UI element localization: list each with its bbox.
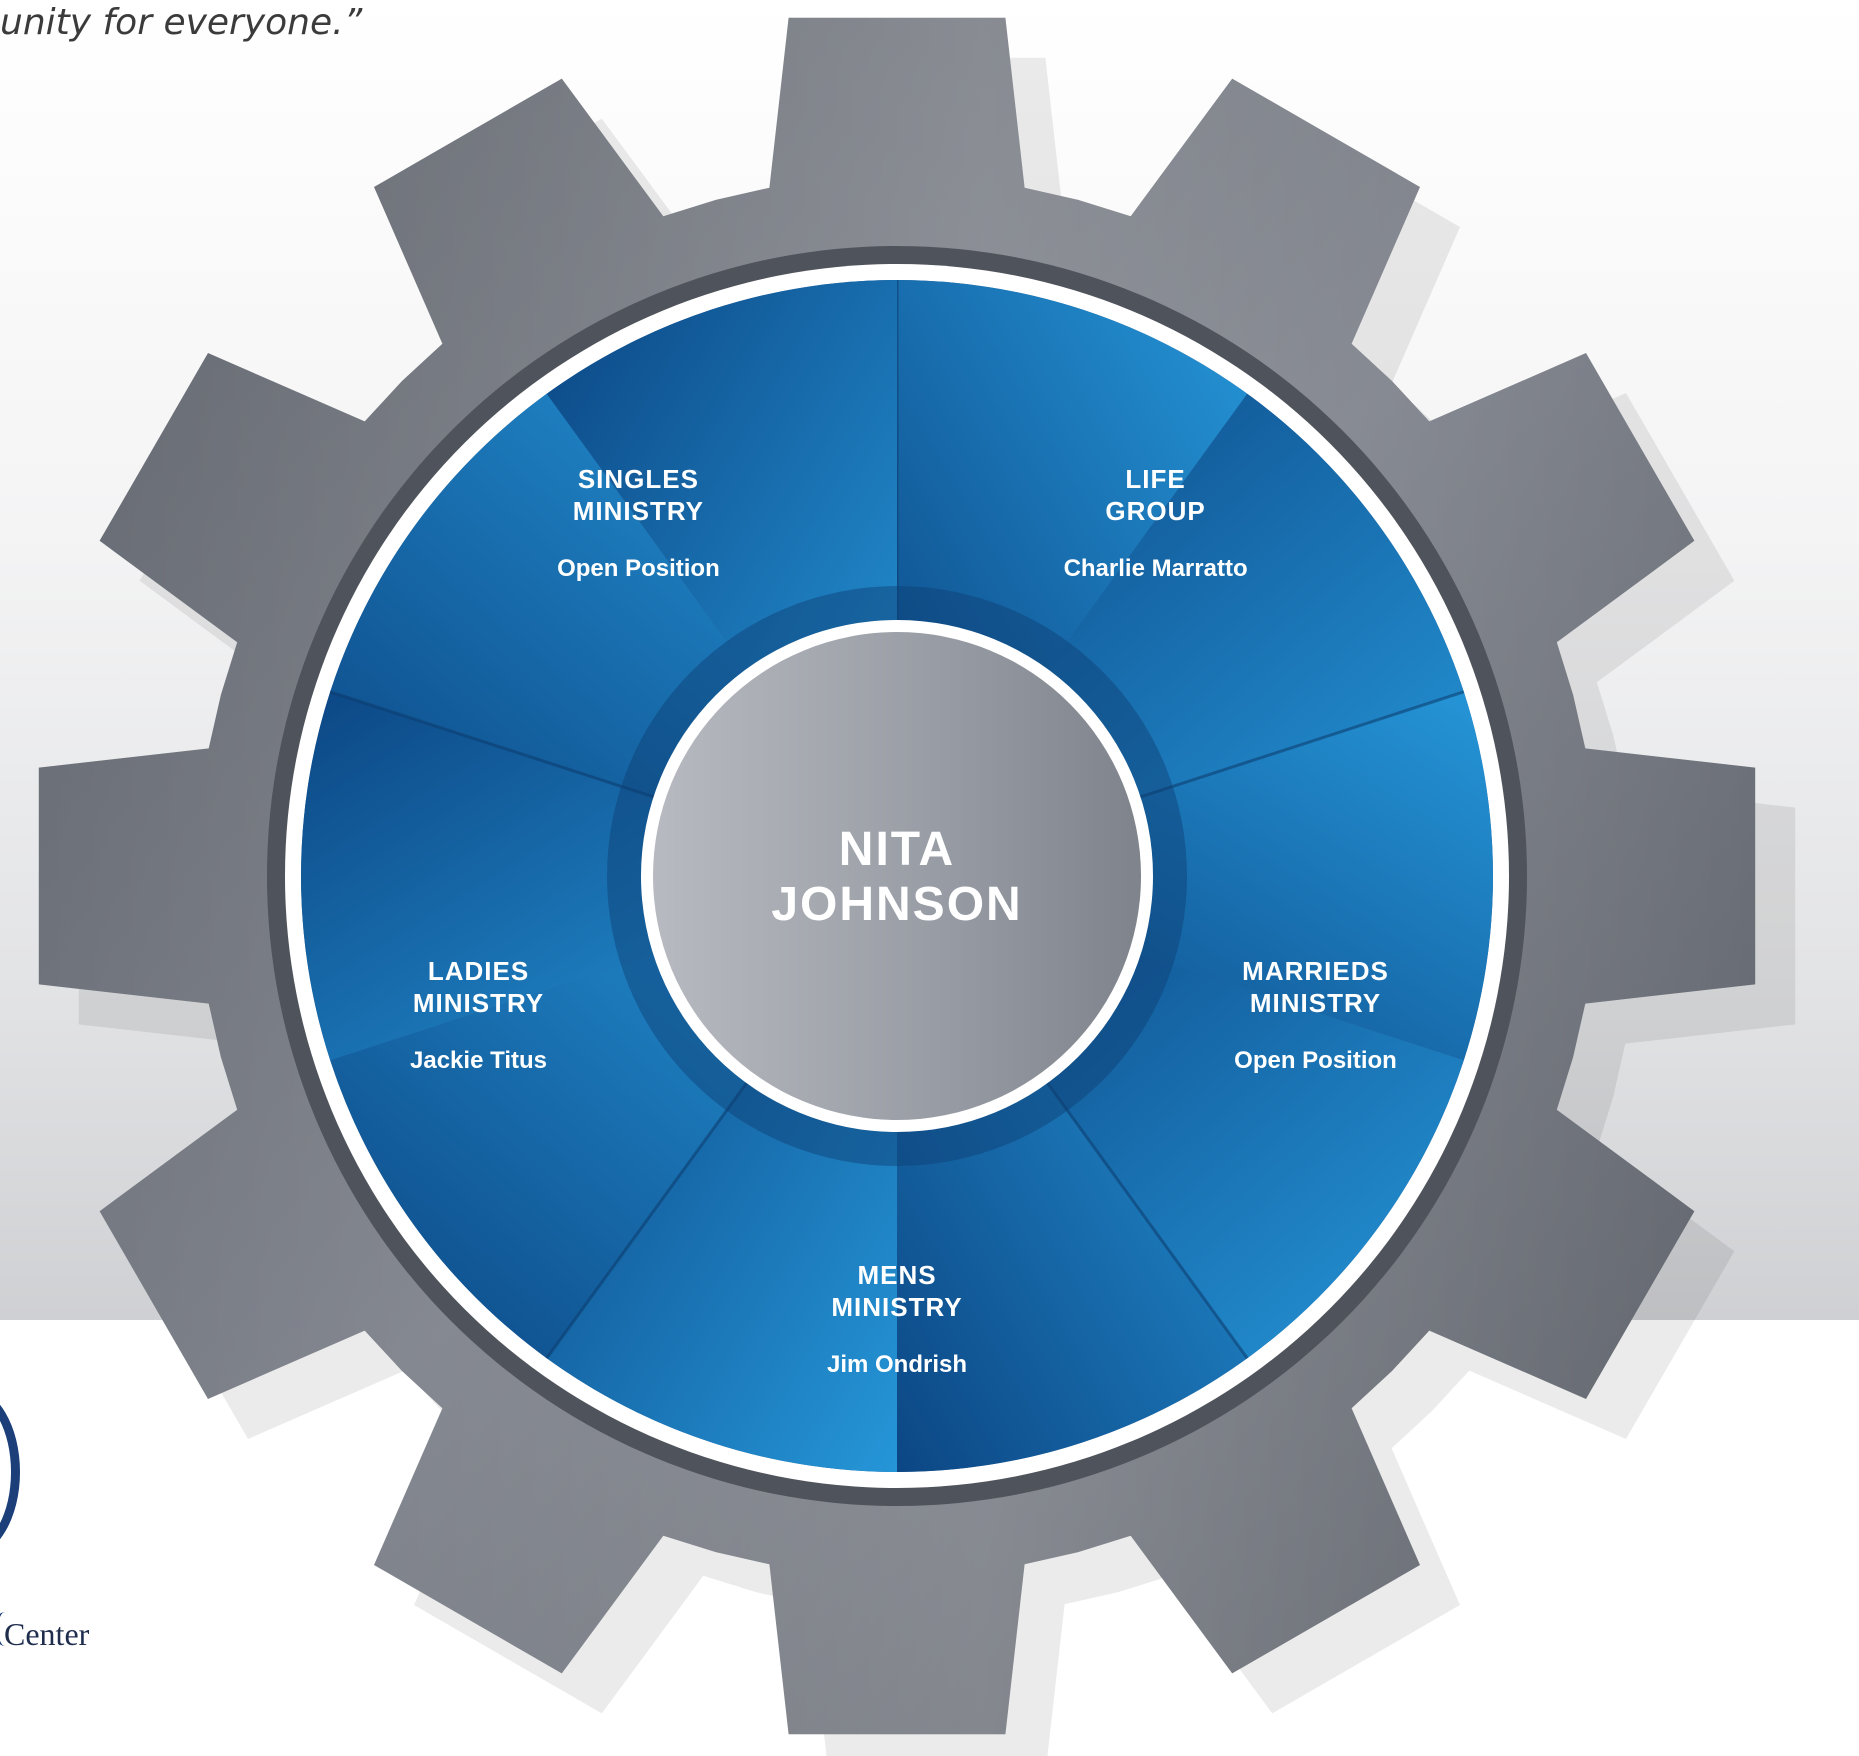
segment-leader-name: Jackie Titus	[410, 1047, 547, 1074]
segment-title-line2: MINISTRY	[573, 496, 704, 526]
segment-leader-name: Open Position	[557, 555, 720, 582]
segment-title-line1: LADIES	[428, 956, 529, 986]
segment-leader-name: Open Position	[1234, 1047, 1397, 1074]
logo-text: Center	[4, 1616, 90, 1652]
segment-title-line1: LIFE	[1125, 464, 1185, 494]
hub-circle	[653, 632, 1141, 1120]
segment-title-line1: MARRIEDS	[1242, 956, 1389, 986]
segment-title-line2: MINISTRY	[831, 1292, 962, 1322]
segment-title-line2: MINISTRY	[1250, 988, 1381, 1018]
segment-title-line1: SINGLES	[578, 464, 699, 494]
center-name-line2: JOHNSON	[771, 878, 1022, 931]
segment-title-line2: GROUP	[1105, 496, 1205, 526]
center-name-line1: NITA	[839, 823, 955, 876]
segment-wedge	[301, 691, 897, 1061]
segment-leader-name: Charlie Marratto	[1064, 555, 1248, 582]
segment-leader-name: Jim Ondrish	[827, 1351, 967, 1378]
segment-wedge	[897, 691, 1493, 1061]
segment-title-line1: MENS	[857, 1260, 936, 1290]
segment-title-line2: MINISTRY	[413, 988, 544, 1018]
quote-text: unity for everyone.”	[0, 2, 363, 43]
